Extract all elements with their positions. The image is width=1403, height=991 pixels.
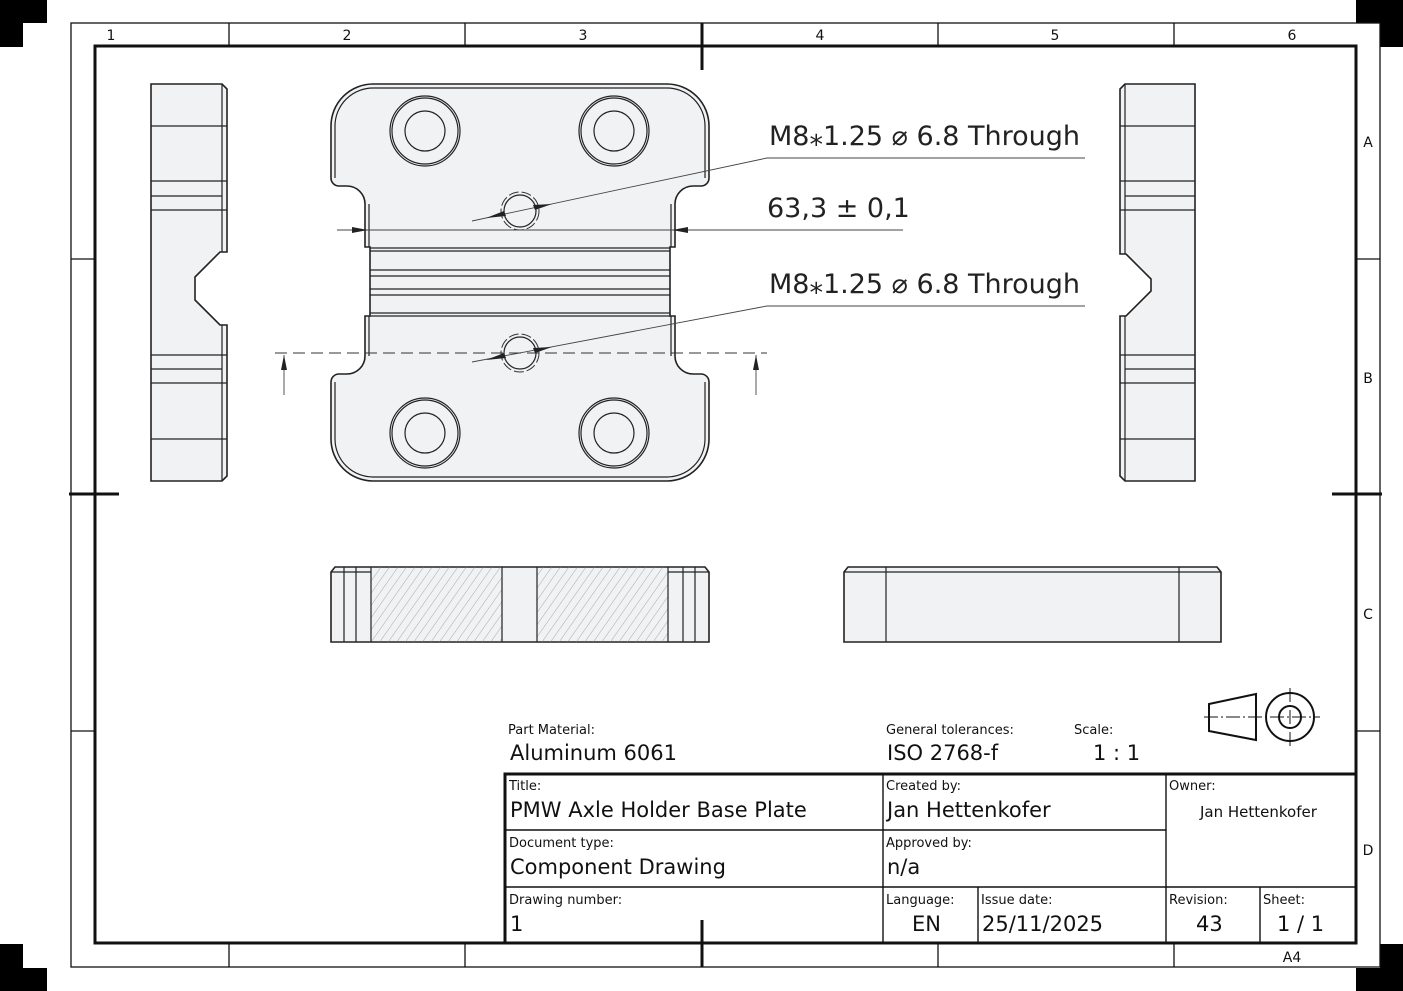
created-by-value: Jan Hettenkofer bbox=[885, 798, 1051, 822]
zone-row-d: D bbox=[1363, 843, 1374, 859]
zone-col-4: 4 bbox=[816, 28, 825, 44]
owner-value: Jan Hettenkofer bbox=[1199, 803, 1318, 821]
title-block: Part Material: Aluminum 6061 General tol… bbox=[503, 723, 1358, 945]
scale-value: 1 : 1 bbox=[1093, 741, 1140, 765]
title-label: Title: bbox=[508, 779, 541, 794]
title-value: PMW Axle Holder Base Plate bbox=[510, 798, 807, 822]
first-angle-projection-icon bbox=[1204, 688, 1320, 746]
zone-col-5: 5 bbox=[1051, 28, 1060, 44]
front-view bbox=[330, 83, 710, 482]
revision-label: Revision: bbox=[1169, 893, 1228, 908]
scale-label: Scale: bbox=[1074, 723, 1113, 738]
approved-by-value: n/a bbox=[887, 855, 920, 879]
right-side-view bbox=[1119, 83, 1196, 482]
document-type-label: Document type: bbox=[509, 836, 614, 851]
zone-col-6: 6 bbox=[1288, 28, 1297, 44]
part-material-value: Aluminum 6061 bbox=[510, 741, 677, 765]
drawing-number-label: Drawing number: bbox=[509, 893, 622, 908]
document-type-value: Component Drawing bbox=[510, 855, 726, 879]
part-material-label: Part Material: bbox=[508, 723, 595, 738]
width-dimension: 63,3 ± 0,1 bbox=[767, 193, 910, 224]
sheet-value: 1 / 1 bbox=[1277, 912, 1324, 936]
zone-dividers bbox=[71, 23, 1380, 967]
zone-row-a: A bbox=[1363, 135, 1373, 151]
sheet-format: A4 bbox=[1283, 950, 1302, 966]
zone-row-b: B bbox=[1363, 371, 1373, 387]
sheet-label: Sheet: bbox=[1263, 893, 1305, 908]
language-value: EN bbox=[912, 912, 941, 936]
general-tolerances-label: General tolerances: bbox=[886, 723, 1014, 738]
counterbore-holes bbox=[389, 95, 650, 469]
general-tolerances-value: ISO 2768-f bbox=[887, 741, 999, 765]
approved-by-label: Approved by: bbox=[886, 836, 972, 851]
issue-date-label: Issue date: bbox=[981, 893, 1052, 908]
zone-col-1: 1 bbox=[107, 28, 116, 44]
thread-callout-bottom: M8⁎1.25 ⌀ 6.8 Through bbox=[769, 269, 1080, 300]
revision-value: 43 bbox=[1196, 912, 1223, 936]
zone-col-2: 2 bbox=[343, 28, 352, 44]
dimension-lines bbox=[275, 157, 1085, 395]
zone-col-3: 3 bbox=[579, 28, 588, 44]
bottom-view bbox=[843, 566, 1222, 643]
drawing-number-value: 1 bbox=[510, 912, 523, 936]
thread-callout-top: M8⁎1.25 ⌀ 6.8 Through bbox=[769, 121, 1080, 152]
left-side-view bbox=[150, 83, 228, 482]
zone-labels: 1 2 3 4 5 6 A B C D A4 bbox=[107, 28, 1374, 966]
created-by-label: Created by: bbox=[886, 779, 961, 794]
zone-row-c: C bbox=[1363, 607, 1373, 623]
owner-label: Owner: bbox=[1169, 779, 1216, 794]
issue-date-value: 25/11/2025 bbox=[982, 912, 1103, 936]
section-view bbox=[330, 566, 710, 643]
language-label: Language: bbox=[886, 893, 955, 908]
